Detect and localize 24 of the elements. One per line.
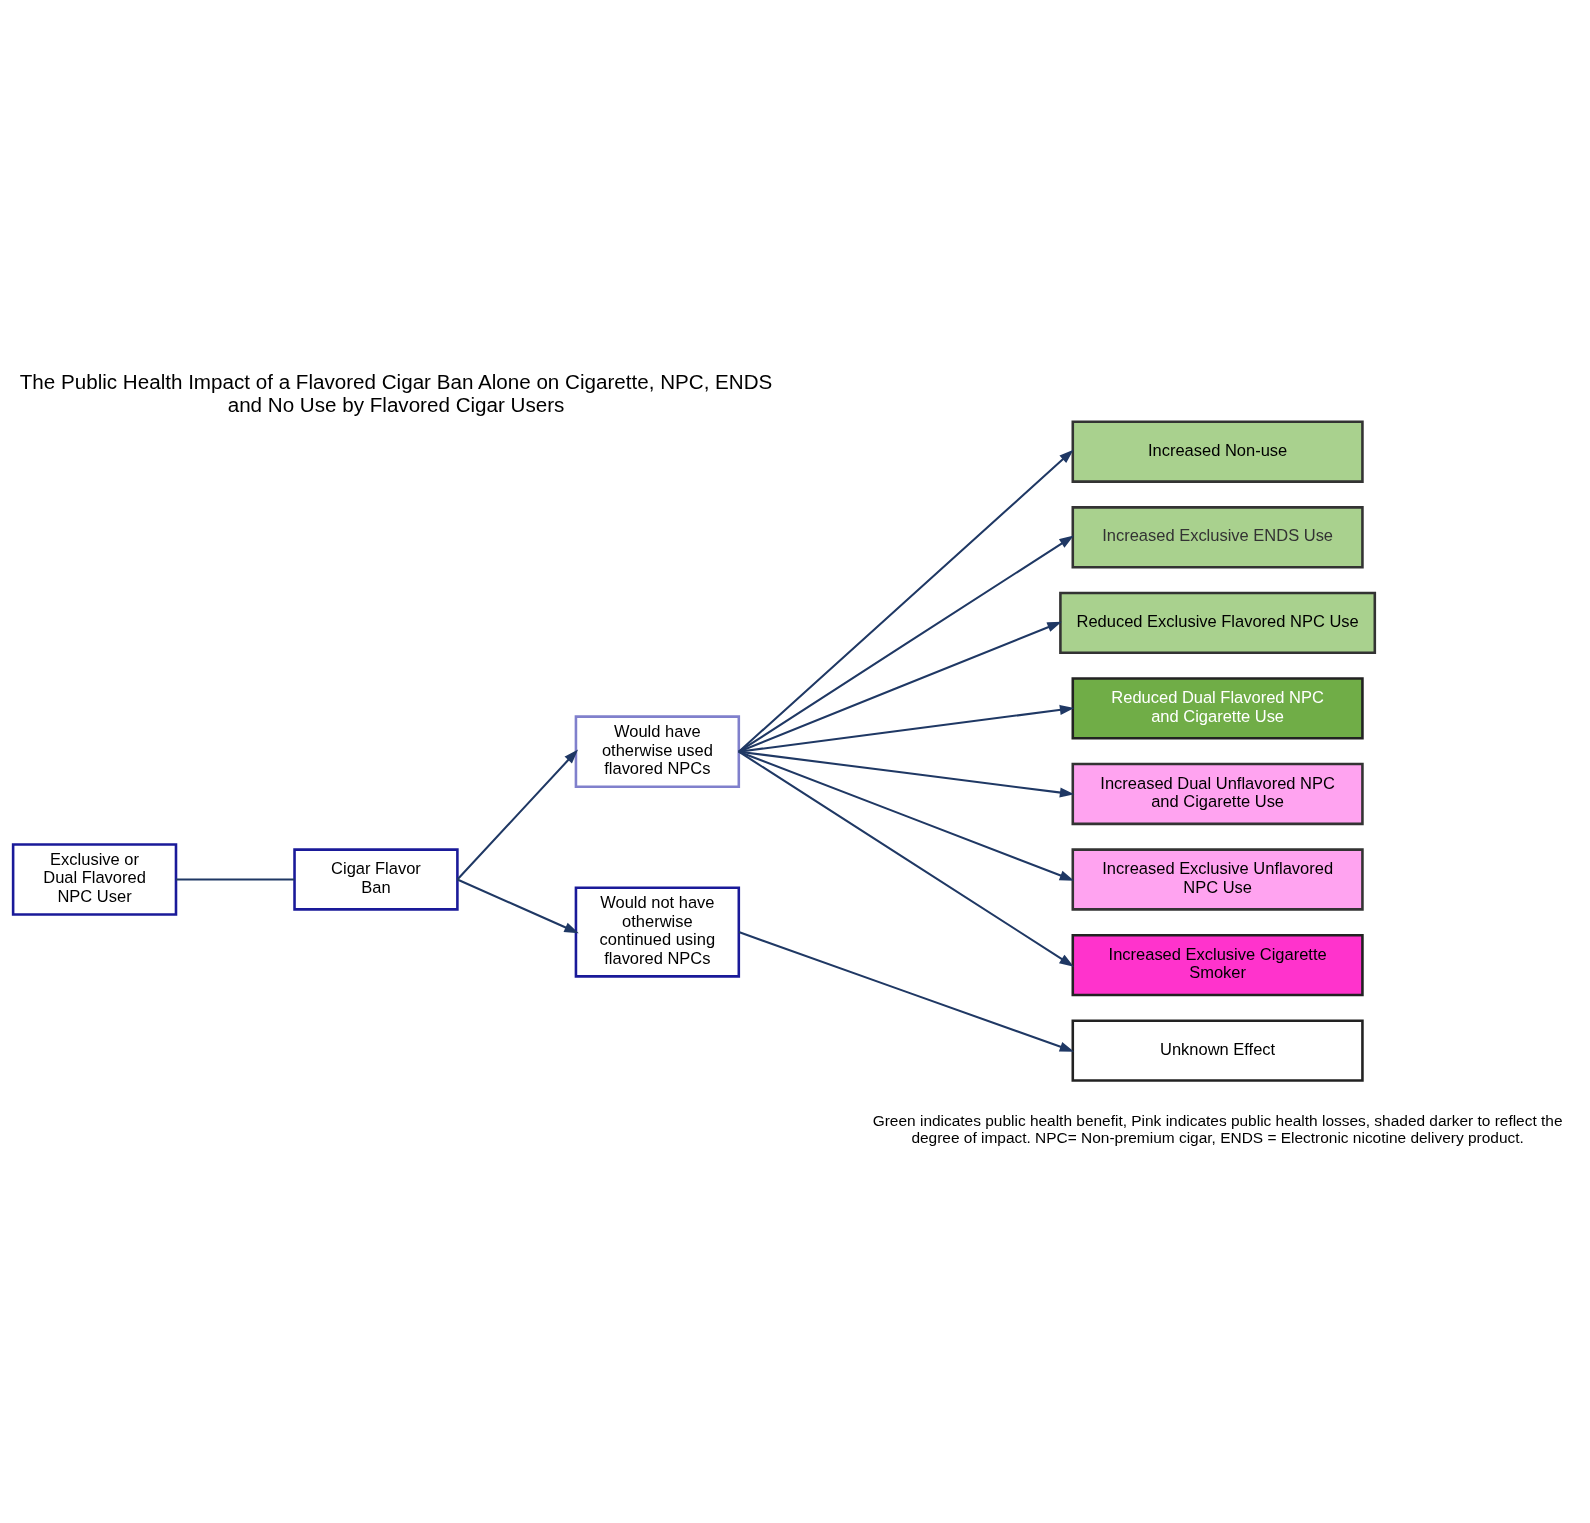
node-box: Unknown Effect bbox=[1071, 1018, 1364, 1082]
arrow bbox=[456, 748, 578, 880]
node-box: Increased Exclusive ENDS Use bbox=[1071, 505, 1364, 568]
caption: Green indicates public health benefit, Pink indicates public health losses, shaded darker to reflect the degree of impact. NPC= Non-premium cigar, ENDS = Electronic nicotine delivery product. bbox=[872, 1111, 1563, 1146]
node-box: Cigar Flavor Ban bbox=[292, 847, 459, 911]
arrow bbox=[737, 449, 1074, 752]
node-box: Increased Dual Unflavored NPC and Cigarette Use bbox=[1071, 762, 1364, 825]
node-box: Increased Non-use bbox=[1071, 420, 1364, 483]
node-box: Reduced Exclusive Flavored NPC Use bbox=[1058, 591, 1376, 654]
arrow bbox=[737, 750, 1074, 881]
connector bbox=[175, 878, 295, 881]
arrow bbox=[737, 535, 1074, 753]
arrow bbox=[737, 930, 1074, 1052]
node-box: Reduced Dual Flavored NPC and Cigarette Use bbox=[1071, 676, 1364, 740]
node-box: Would not have otherwise continued using flavored NPCs bbox=[574, 885, 740, 978]
arrow bbox=[738, 750, 1074, 798]
arrow bbox=[737, 750, 1074, 967]
diagram-title: The Public Health Impact of a Flavored Cigar Ban Alone on Cigarette, NPC, ENDS and No Use by Flavored Cigar Users bbox=[19, 369, 772, 416]
node-box: Exclusive or Dual Flavored NPC User bbox=[11, 842, 177, 916]
arrow bbox=[737, 621, 1062, 753]
arrow bbox=[456, 878, 579, 933]
node-box: Increased Exclusive Unflavored NPC Use bbox=[1071, 847, 1364, 911]
node-box: Would have otherwise used flavored NPCs bbox=[574, 714, 740, 788]
node-box: Increased Exclusive Cigarette Smoker bbox=[1071, 933, 1364, 996]
